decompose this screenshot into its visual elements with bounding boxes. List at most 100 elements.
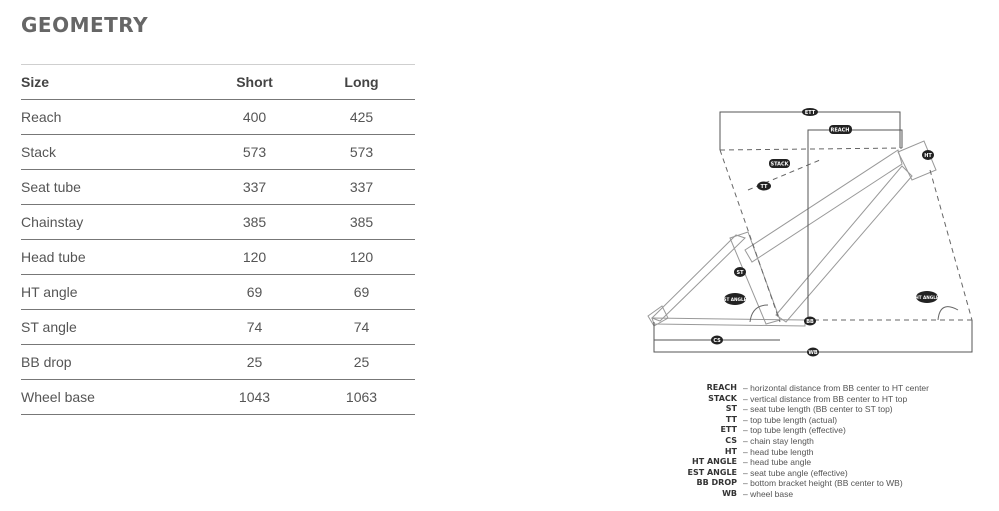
- table-row: HT angle 69 69: [21, 274, 415, 310]
- wb-label: WB: [807, 347, 819, 357]
- seat-stay: [651, 234, 746, 322]
- legend-key: HT: [724, 446, 737, 456]
- legend-desc: – horizontal distance from BB center to …: [743, 383, 929, 393]
- cell-long: 69: [308, 274, 415, 310]
- cell-short: 74: [201, 309, 308, 345]
- legend-desc: – wheel base: [743, 488, 794, 499]
- table-row: Reach 400 425: [21, 99, 415, 135]
- cell-short: 25: [201, 344, 308, 380]
- head-tube: [897, 140, 937, 181]
- ett-label: ETT: [802, 108, 818, 116]
- legend-item: EST ANGLE – seat tube angle (effective): [680, 468, 980, 479]
- reach-text: REACH: [831, 128, 850, 134]
- cell-short: 337: [201, 169, 308, 205]
- table-row: ST angle 74 74: [21, 309, 415, 345]
- row-label: ST angle: [21, 309, 201, 345]
- seat-line: [719, 149, 781, 323]
- row-label: Head tube: [21, 239, 201, 275]
- page-title: GEOMETRY: [21, 13, 149, 37]
- ht-label: HT: [922, 150, 934, 160]
- legend-key: TT: [725, 414, 737, 424]
- legend-key: EST ANGLE: [687, 467, 737, 477]
- row-label: BB drop: [21, 344, 201, 380]
- legend-desc: – head tube angle: [743, 457, 812, 468]
- fork-line: [929, 169, 973, 321]
- cell-short: 573: [201, 134, 308, 170]
- tt-text: TT: [761, 184, 769, 190]
- legend-item: STACK – vertical distance from BB center…: [680, 394, 980, 405]
- top-tube: [744, 149, 903, 263]
- wb-text: WB: [808, 350, 818, 356]
- ht-text: HT: [924, 153, 932, 159]
- row-label: Stack: [21, 134, 201, 170]
- cell-long: 573: [308, 134, 415, 170]
- ett-dimension: [719, 111, 901, 150]
- table-row: Head tube 120 120: [21, 239, 415, 275]
- cell-short: 120: [201, 239, 308, 275]
- geometry-table: Size Short Long Reach 400 425 Stack 573 …: [21, 64, 415, 415]
- row-label: Wheel base: [21, 379, 201, 415]
- ht-angle-label: HT ANGLE: [915, 291, 939, 303]
- legend-key: BB DROP: [696, 478, 737, 488]
- bb-text: BB: [806, 319, 814, 325]
- column-header-long: Long: [308, 64, 415, 100]
- legend-key: REACH: [706, 383, 737, 392]
- legend-item: HT – head tube length: [680, 447, 980, 458]
- legend-desc: – seat tube angle (effective): [743, 467, 848, 478]
- legend-item: HT ANGLE – head tube angle: [680, 457, 980, 468]
- bike-geometry-diagram: ETT REACH STACK TT HT ST ST ANGLE HT AN: [647, 108, 973, 357]
- ett-dash-line: [719, 147, 903, 151]
- cell-long: 25: [308, 344, 415, 380]
- table-row: Chainstay 385 385: [21, 204, 415, 240]
- cell-long: 1063: [308, 379, 415, 415]
- table-row: Stack 573 573: [21, 134, 415, 170]
- legend-item: ETT – top tube length (effective): [680, 425, 980, 436]
- legend-item: BB DROP – bottom bracket height (BB cent…: [680, 478, 980, 489]
- legend-item: ST – seat tube length (BB center to ST t…: [680, 404, 980, 415]
- cs-label: CS: [711, 335, 723, 345]
- legend-key: STACK: [708, 393, 737, 403]
- cell-long: 120: [308, 239, 415, 275]
- legend-key: CS: [725, 435, 737, 445]
- st-angle-label: ST ANGLE: [723, 293, 747, 305]
- cell-long: 74: [308, 309, 415, 345]
- column-header-size: Size: [21, 64, 201, 100]
- bb-label: BB: [804, 316, 816, 326]
- cell-short: 400: [201, 99, 308, 135]
- ett-text: ETT: [805, 110, 816, 116]
- st-text: ST: [736, 270, 744, 276]
- st-label: ST: [734, 267, 746, 277]
- row-label: Seat tube: [21, 169, 201, 205]
- column-header-short: Short: [201, 64, 308, 100]
- seat-tube: [729, 231, 781, 325]
- chain-stay: [651, 317, 806, 327]
- legend-item: REACH – horizontal distance from BB cent…: [680, 383, 980, 394]
- stack-text: STACK: [770, 162, 789, 168]
- stack-label: STACK: [769, 159, 790, 168]
- legend-desc: – top tube length (actual): [743, 414, 838, 425]
- legend-desc: – chain stay length: [743, 435, 814, 446]
- table-header-row: Size Short Long: [21, 64, 415, 100]
- cell-short: 69: [201, 274, 308, 310]
- ht-angle-arc: [937, 306, 959, 321]
- tt-label: TT: [757, 181, 771, 191]
- legend-key: ETT: [720, 425, 737, 435]
- st-angle-arc: [749, 304, 769, 323]
- reach-label: REACH: [829, 125, 852, 134]
- cell-long: 425: [308, 99, 415, 135]
- table-row: Wheel base 1043 1063: [21, 379, 415, 415]
- table-row: BB drop 25 25: [21, 344, 415, 380]
- legend-item: CS – chain stay length: [680, 436, 980, 447]
- row-label: Reach: [21, 99, 201, 135]
- reach-dimension: [807, 129, 903, 320]
- legend-key: HT ANGLE: [692, 457, 737, 467]
- legend-desc: – top tube length (effective): [743, 425, 846, 436]
- dropout: [647, 305, 669, 327]
- row-label: HT angle: [21, 274, 201, 310]
- legend-key: WB: [722, 488, 737, 498]
- st-angle-text: ST ANGLE: [723, 297, 746, 302]
- legend-desc: – bottom bracket height (BB center to WB…: [743, 478, 903, 489]
- cell-long: 385: [308, 204, 415, 240]
- legend-item: TT – top tube length (actual): [680, 415, 980, 426]
- legend-desc: – head tube length: [743, 446, 814, 457]
